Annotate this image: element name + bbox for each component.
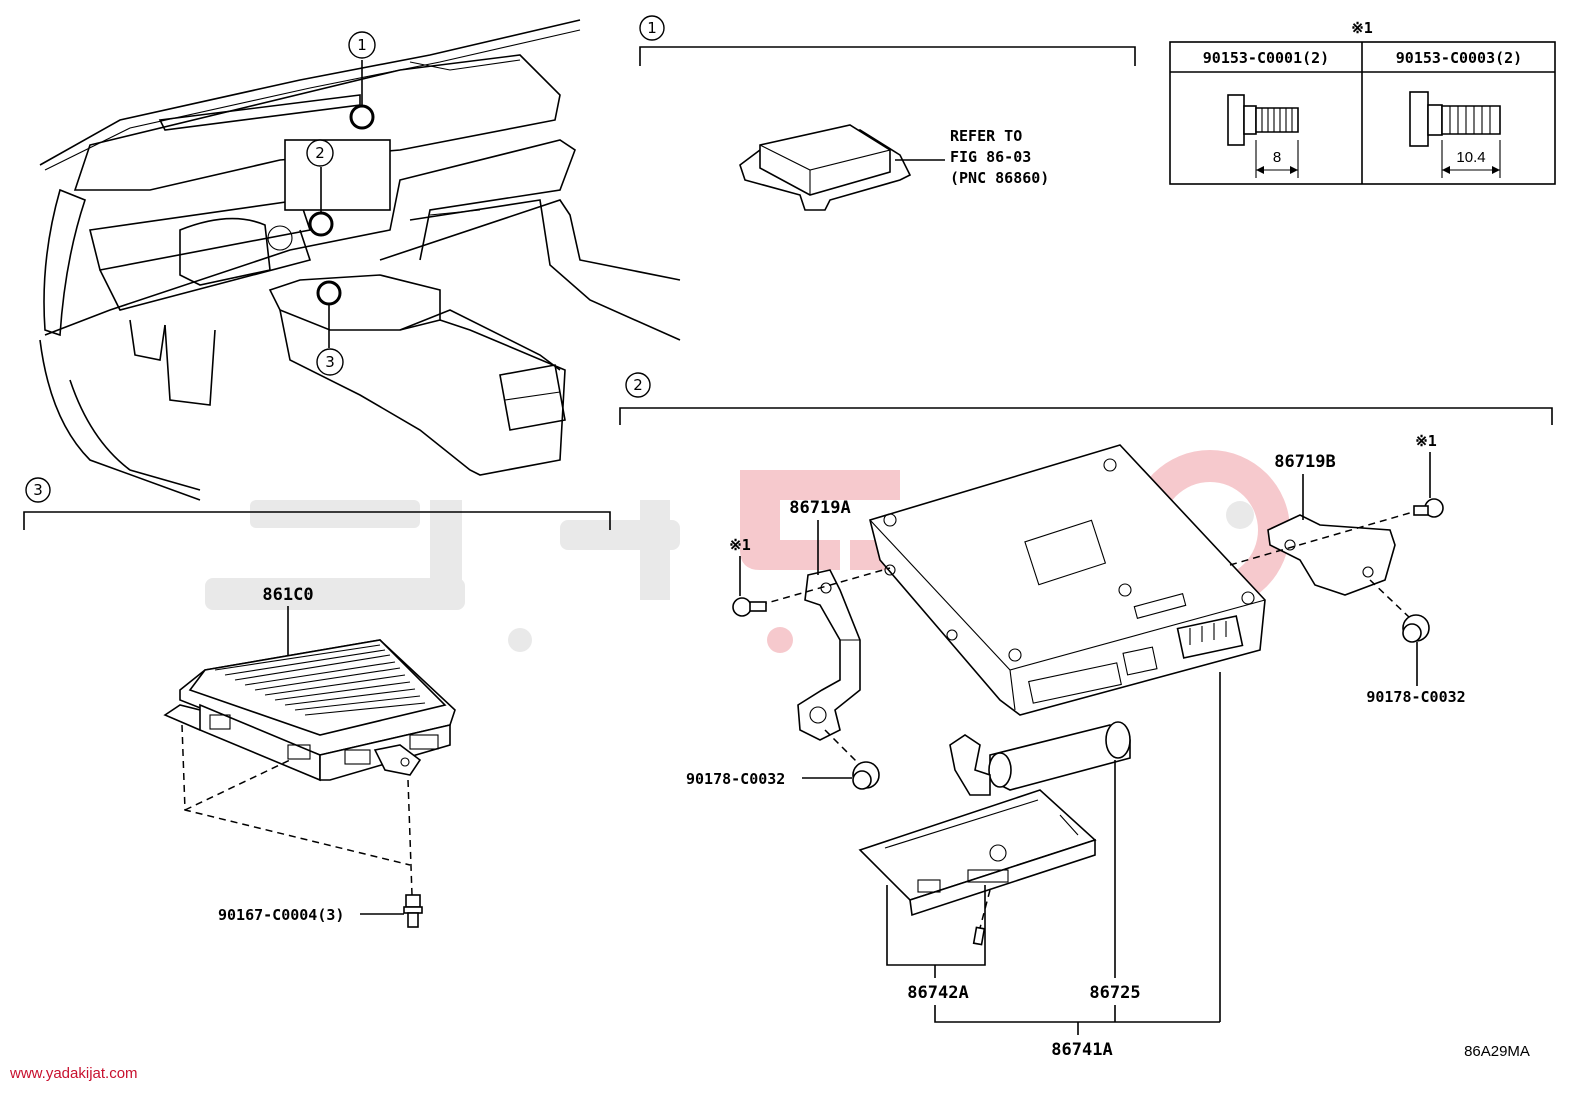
part-label-86719A: 86719A xyxy=(789,498,850,518)
dashboard-overview-illustration xyxy=(39,19,681,501)
refer-note-line3: (PNC 86860) xyxy=(950,169,1049,187)
part-label-86719B: 86719B xyxy=(1274,452,1335,472)
bolt-table: ※1 90153-C0001(2) 90153-C0003(2) 8 10.4 xyxy=(1169,19,1556,185)
diagram-code: 86A29MA xyxy=(1464,1043,1530,1060)
part-label-86741A: 86741A xyxy=(1051,1040,1112,1060)
refer-note-line1: REFER TO xyxy=(950,127,1022,145)
section-1: 1 REFER TO FIG 86-03 (PNC 86860) xyxy=(639,15,1136,211)
module-86741A-illustration xyxy=(869,444,1266,716)
section-3: 3 861C0 90167-C0004(3) xyxy=(23,477,611,928)
callout-1-label: 1 xyxy=(357,36,367,54)
clip-90178-right-icon xyxy=(1402,614,1430,643)
callout-2-label: 2 xyxy=(315,144,325,162)
part-label-861C0: 861C0 xyxy=(262,585,313,605)
section-2: 2 86719A xyxy=(619,372,1553,1060)
bolt-col2-part: 90153-C0003(2) xyxy=(1396,49,1522,67)
bolt-right-bracket-icon xyxy=(1413,498,1444,518)
part-label-90178-C0032-left: 90178-C0032 xyxy=(686,770,785,788)
refer-note-line2: FIG 86-03 xyxy=(950,148,1031,166)
section-2-number: 2 xyxy=(633,376,643,394)
bracket-86719B-illustration xyxy=(1267,514,1396,596)
callout-3-dashboard: 3 xyxy=(316,280,344,376)
callout-1-dashboard: 1 xyxy=(348,31,376,130)
part-label-86742A: 86742A xyxy=(907,983,968,1003)
module-861C0-illustration xyxy=(163,639,456,782)
note-mark-right: ※1 xyxy=(1415,432,1437,450)
clip-90178-left-icon xyxy=(852,761,880,790)
part-label-90167-C0004: 90167-C0004(3) xyxy=(218,906,344,924)
part-label-86725: 86725 xyxy=(1089,983,1140,1003)
bolt-90153-C0001-icon xyxy=(1227,94,1299,146)
callout-3-label: 3 xyxy=(325,353,335,371)
module-86860-illustration xyxy=(739,124,912,211)
part-86725-illustration xyxy=(949,721,1131,796)
bolt-col1-part: 90153-C0001(2) xyxy=(1203,49,1329,67)
callout-2-dashboard: 2 xyxy=(306,139,334,237)
bracket-86719A-illustration xyxy=(797,569,861,741)
note-mark-left: ※1 xyxy=(729,536,751,554)
bolt-table-note-mark: ※1 xyxy=(1351,19,1373,37)
bolt-left-bracket-icon xyxy=(732,597,767,617)
watermark-url: www.yadakijat.com xyxy=(9,1065,138,1082)
bolt-col2-length: 10.4 xyxy=(1456,149,1485,166)
section-1-number: 1 xyxy=(647,19,657,37)
section-3-number: 3 xyxy=(33,481,43,499)
bolt-90153-C0003-icon xyxy=(1409,91,1501,147)
bolt-col1-length: 8 xyxy=(1273,149,1281,166)
screw-86742A-icon xyxy=(972,926,986,946)
bolt-90167-icon xyxy=(403,894,423,928)
part-label-90178-C0032-right: 90178-C0032 xyxy=(1366,688,1465,706)
cover-86742A-illustration xyxy=(858,789,1097,917)
